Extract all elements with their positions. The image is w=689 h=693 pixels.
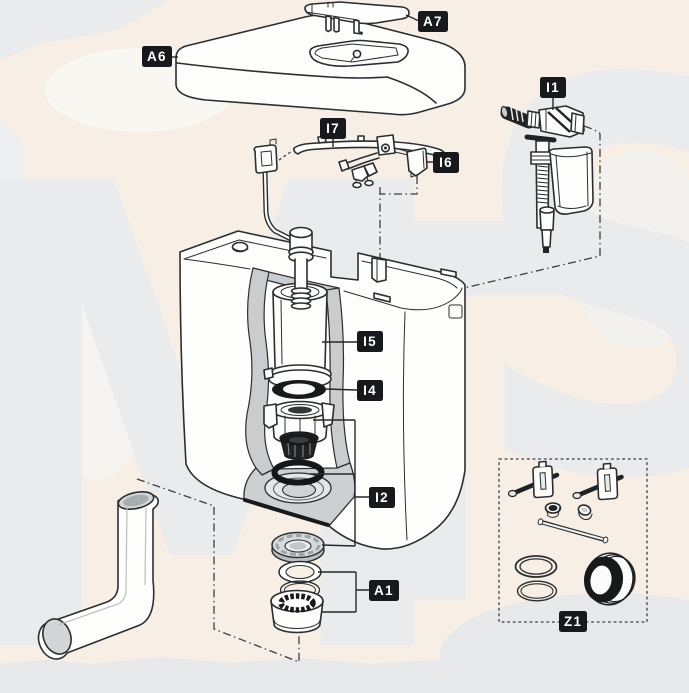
actuator-bracket <box>406 147 428 178</box>
locknut <box>271 531 325 564</box>
leader-lines <box>170 14 554 613</box>
spares-kit-box <box>498 458 648 623</box>
label-i4: I4 <box>357 380 383 401</box>
label-i5: I5 <box>357 331 383 352</box>
bolt-assembly <box>507 460 560 499</box>
outlet-assembly <box>263 400 335 486</box>
label-z1: Z1 <box>559 611 588 632</box>
spare-oring <box>516 580 558 602</box>
alignment-lines <box>136 125 601 663</box>
trip-rod <box>253 138 300 245</box>
label-a1: A1 <box>369 580 399 601</box>
spare-cone <box>544 502 562 518</box>
float-cup <box>548 146 594 215</box>
valve-seal <box>272 380 326 399</box>
spare-oring <box>514 555 558 578</box>
spare-rod <box>537 518 609 544</box>
outlet-oring <box>271 459 325 486</box>
fill-valve <box>500 105 594 253</box>
label-i7: I7 <box>320 118 346 139</box>
label-i2: I2 <box>369 487 395 508</box>
spare-ring <box>577 504 593 521</box>
label-i6: I6 <box>433 152 459 173</box>
actuator-frame <box>293 134 445 189</box>
button-plate <box>304 1 410 35</box>
label-i1: I1 <box>540 77 566 98</box>
cistern-lid <box>175 14 466 116</box>
flush-pipe <box>37 491 160 660</box>
washer <box>278 560 322 584</box>
bolt-assembly <box>572 462 624 501</box>
label-a7: A7 <box>418 11 448 32</box>
label-a6: A6 <box>142 46 172 67</box>
cone-nut <box>270 589 324 634</box>
overflow-tube <box>288 226 314 310</box>
spare-seal <box>583 552 636 606</box>
